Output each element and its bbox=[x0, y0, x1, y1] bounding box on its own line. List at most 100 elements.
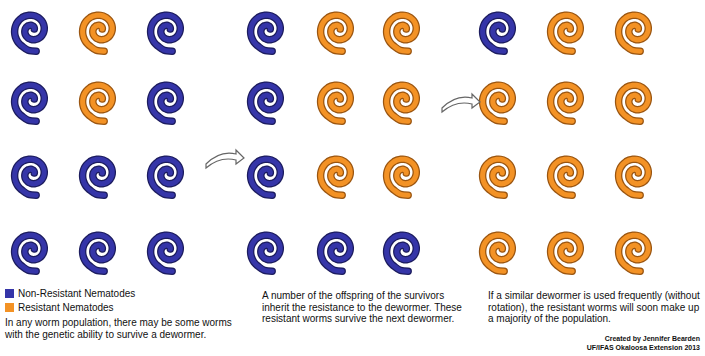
nematode-outline bbox=[83, 85, 113, 121]
nematode-body bbox=[321, 235, 351, 271]
nematode bbox=[551, 15, 581, 51]
nematode-body bbox=[387, 159, 417, 195]
nematode-body bbox=[15, 235, 45, 271]
nematode-body bbox=[251, 235, 281, 271]
label-slot: If a similar dewormer is used frequently… bbox=[488, 290, 700, 325]
nematode-outline bbox=[483, 85, 513, 121]
nematode-outline bbox=[387, 235, 417, 271]
nematode bbox=[251, 235, 281, 271]
nematode bbox=[251, 15, 281, 51]
legend-swatch bbox=[5, 289, 14, 298]
nematode-body bbox=[321, 159, 351, 195]
panel-caption: In any worm population, there may be som… bbox=[5, 317, 237, 340]
nematode-outline bbox=[321, 15, 351, 51]
nematode-body bbox=[151, 85, 181, 121]
step-arrow-shape bbox=[442, 94, 480, 112]
nematode-body bbox=[15, 85, 45, 121]
nematode-outline bbox=[15, 85, 45, 121]
legend-text: Non-Resistant Nematodes bbox=[18, 288, 135, 300]
label-slot: In any worm population, there may be som… bbox=[5, 317, 237, 340]
nematode bbox=[151, 15, 181, 51]
panel-caption: If a similar dewormer is used frequently… bbox=[488, 290, 700, 325]
nematode-body bbox=[551, 15, 581, 51]
nematode-outline bbox=[15, 159, 45, 195]
nematode bbox=[83, 159, 113, 195]
nematode bbox=[15, 159, 45, 195]
nematode bbox=[551, 85, 581, 121]
nematode-outline bbox=[551, 85, 581, 121]
legend-entry: Resistant Nematodes bbox=[5, 302, 114, 314]
nematode-outline bbox=[15, 235, 45, 271]
nematode bbox=[83, 235, 113, 271]
nematode-body bbox=[251, 15, 281, 51]
nematode-body bbox=[551, 159, 581, 195]
nematode-outline bbox=[387, 15, 417, 51]
nematode-outline bbox=[483, 235, 513, 271]
nematode bbox=[15, 15, 45, 51]
nematode-body bbox=[151, 235, 181, 271]
nematode-outline bbox=[83, 15, 113, 51]
nematode bbox=[387, 15, 417, 51]
nematode-body bbox=[83, 159, 113, 195]
nematode-outline bbox=[151, 235, 181, 271]
credit-note: Created by Jennifer Bearden bbox=[540, 335, 700, 343]
nematode bbox=[321, 15, 351, 51]
nematode-body bbox=[83, 85, 113, 121]
nematode bbox=[15, 85, 45, 121]
step-arrow-shape bbox=[206, 150, 244, 168]
nematode-outline bbox=[551, 235, 581, 271]
nematode-outline bbox=[619, 15, 649, 51]
nematode-outline bbox=[83, 159, 113, 195]
legend-swatch bbox=[5, 303, 14, 312]
nematode-outline bbox=[251, 15, 281, 51]
nematode bbox=[483, 85, 513, 121]
nematode-body bbox=[551, 235, 581, 271]
nematode-body bbox=[321, 15, 351, 51]
step-arrow bbox=[206, 150, 244, 168]
nematode-outline bbox=[83, 235, 113, 271]
nematode bbox=[151, 85, 181, 121]
nematode-body bbox=[619, 159, 649, 195]
nematode bbox=[387, 159, 417, 195]
label-slot: Created by Jennifer Bearden bbox=[540, 335, 700, 343]
nematode-outline bbox=[483, 15, 513, 51]
nematode-body bbox=[619, 15, 649, 51]
nematode-outline bbox=[151, 85, 181, 121]
nematode-outline bbox=[483, 159, 513, 195]
nematode-body bbox=[15, 159, 45, 195]
nematode-body bbox=[321, 85, 351, 121]
nematode bbox=[483, 235, 513, 271]
panel-caption: A number of the offspring of the survivo… bbox=[262, 290, 468, 325]
nematode-body bbox=[483, 15, 513, 51]
nematode-body bbox=[619, 85, 649, 121]
nematode-body bbox=[151, 15, 181, 51]
nematode-outline bbox=[151, 15, 181, 51]
nematode bbox=[251, 85, 281, 121]
nematode bbox=[483, 159, 513, 195]
nematode-outline bbox=[321, 235, 351, 271]
nematode bbox=[619, 235, 649, 271]
nematode-outline bbox=[251, 235, 281, 271]
nematode bbox=[83, 15, 113, 51]
nematode-body bbox=[387, 235, 417, 271]
nematode-outline bbox=[619, 85, 649, 121]
nematode bbox=[387, 85, 417, 121]
nematode-outline bbox=[551, 15, 581, 51]
nematode-outline bbox=[15, 15, 45, 51]
nematode-body bbox=[387, 15, 417, 51]
nematode-outline bbox=[321, 85, 351, 121]
nematode-outline bbox=[619, 235, 649, 271]
nematode bbox=[483, 15, 513, 51]
nematode-outline bbox=[321, 159, 351, 195]
nematode bbox=[321, 159, 351, 195]
nematode-outline bbox=[251, 159, 281, 195]
nematode bbox=[551, 235, 581, 271]
nematode-outline bbox=[251, 85, 281, 121]
nematode-outline bbox=[151, 159, 181, 195]
nematode bbox=[619, 85, 649, 121]
credit-note: UF/IFAS Okaloosa Extension 2013 bbox=[540, 344, 700, 352]
nematode bbox=[251, 159, 281, 195]
nematode-body bbox=[151, 159, 181, 195]
nematode-outline bbox=[619, 159, 649, 195]
nematode bbox=[321, 85, 351, 121]
